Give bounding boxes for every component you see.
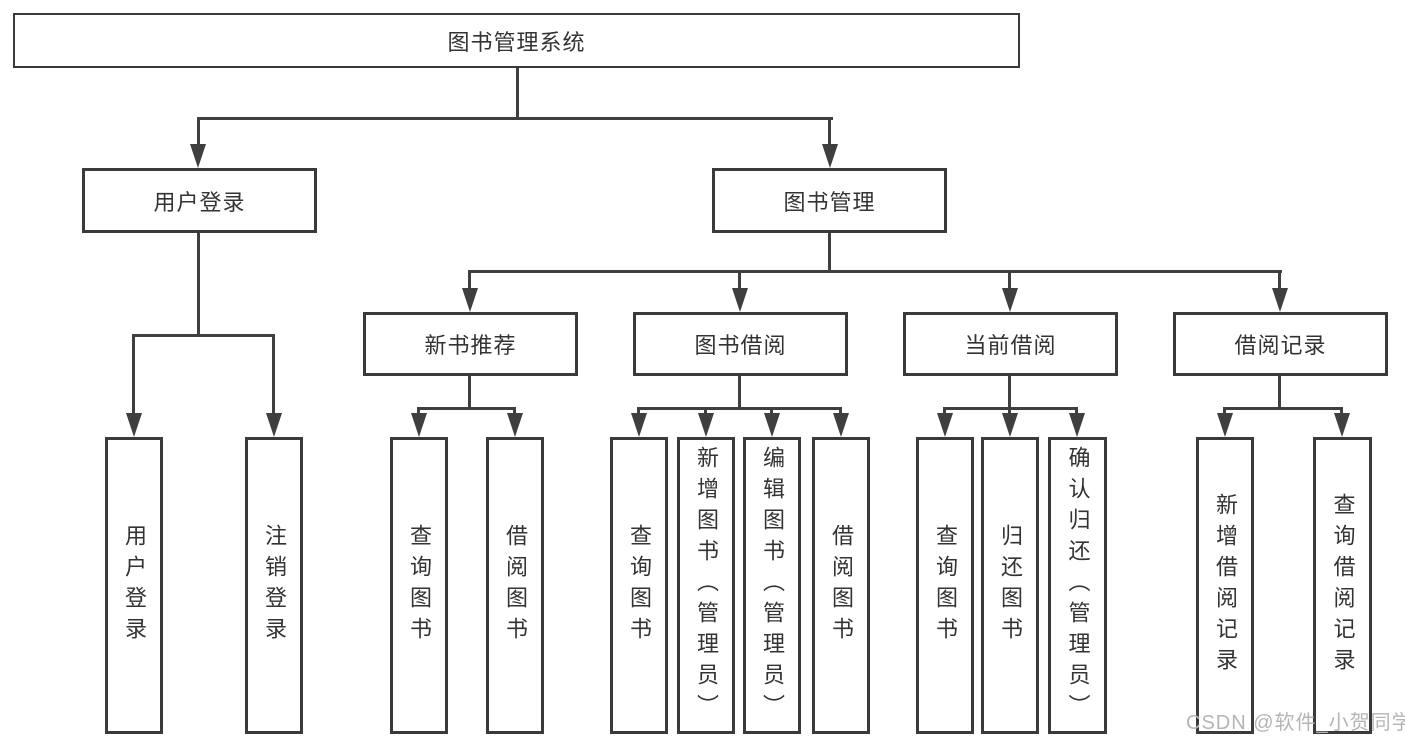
connector-bookmgmt-bar	[469, 270, 1282, 273]
connector-root-stem	[516, 68, 519, 120]
leaf-newrec-query-books-label: 查询图书	[407, 523, 432, 648]
connector-currentborrow-stem	[1008, 376, 1011, 410]
connector-newrec-bar	[417, 407, 516, 410]
leaf-newrec-borrow-books: 借阅图书	[486, 437, 544, 734]
connector-root-bar	[197, 117, 833, 120]
leaf-current-query-books: 查询图书	[916, 437, 974, 734]
leaf-borrow-add-books-admin: 新增图书（管理员）	[677, 437, 735, 734]
connector-bookborrow-drop-2	[704, 407, 707, 417]
connector-userlogin-bar	[132, 334, 275, 337]
connector-records-stem	[1278, 376, 1281, 410]
connector-currentborrow-drop-1	[943, 407, 946, 417]
arrowhead-to-borrow-records	[1272, 288, 1288, 312]
connector-records-drop-2	[1340, 407, 1343, 417]
connector-bookborrow-stem	[738, 376, 741, 410]
connector-currentborrow-drop-2	[1008, 407, 1011, 417]
leaf-current-confirm-return-admin: 确认归还（管理员）	[1048, 437, 1107, 734]
leaf-newrec-borrow-books-label: 借阅图书	[503, 523, 528, 648]
csdn-watermark: CSDN @软件_小贺同学	[1186, 712, 1405, 734]
leaf-logout-label: 注销登录	[262, 523, 287, 648]
connector-currentborrow-drop-3	[1075, 407, 1078, 417]
leaf-records-query-record-label: 查询借阅记录	[1330, 492, 1356, 679]
leaf-current-confirm-return-admin-label: 确认归还（管理员）	[1065, 446, 1091, 725]
arrowhead-to-book-management	[822, 144, 838, 168]
leaf-records-query-record: 查询借阅记录	[1313, 437, 1372, 734]
node-current-borrow-label: 当前借阅	[964, 333, 1057, 358]
arrowhead-bookborrow-leaf-3	[764, 413, 780, 437]
leaf-borrow-query-books-label: 查询图书	[627, 523, 652, 648]
arrowhead-currentborrow-leaf-3	[1069, 413, 1085, 437]
node-book-borrow-label: 图书借阅	[694, 333, 787, 358]
connector-bookmgmt-drop-3	[1008, 270, 1011, 290]
connector-records-bar	[1223, 407, 1343, 410]
arrowhead-currentborrow-leaf-2	[1002, 413, 1018, 437]
arrowhead-to-current-borrow	[1002, 288, 1018, 312]
leaf-borrow-borrow-books: 借阅图书	[812, 437, 870, 734]
connector-root-drop-right	[828, 117, 831, 148]
node-user-login: 用户登录	[82, 168, 317, 233]
leaf-borrow-borrow-books-label: 借阅图书	[829, 523, 854, 648]
connector-bookmgmt-stem	[828, 233, 831, 273]
node-borrow-records: 借阅记录	[1173, 312, 1388, 376]
leaf-borrow-query-books: 查询图书	[610, 437, 668, 734]
node-book-management-label: 图书管理	[783, 189, 876, 215]
node-book-management: 图书管理	[712, 168, 947, 233]
connector-newrec-drop-2	[513, 407, 516, 417]
connector-bookborrow-drop-1	[637, 407, 640, 417]
arrowhead-to-new-recommend	[462, 288, 478, 312]
arrowhead-currentborrow-leaf-1	[937, 413, 953, 437]
arrowhead-newrec-leaf-1	[411, 413, 427, 437]
arrowhead-records-leaf-2	[1334, 413, 1350, 437]
leaf-borrow-edit-books-admin: 编辑图书（管理员）	[743, 437, 801, 734]
connector-newrec-stem	[468, 376, 471, 410]
leaf-records-add-record: 新增借阅记录	[1196, 437, 1254, 734]
node-borrow-records-label: 借阅记录	[1234, 333, 1327, 358]
connector-root-drop-left	[197, 117, 200, 148]
connector-userlogin-drop-2	[272, 334, 275, 416]
node-root-library-system: 图书管理系统	[13, 13, 1020, 68]
arrowhead-leaf-logout	[266, 413, 282, 437]
arrowhead-newrec-leaf-2	[507, 413, 523, 437]
node-new-book-recommend: 新书推荐	[363, 312, 578, 376]
leaf-current-query-books-label: 查询图书	[933, 523, 958, 648]
leaf-user-login-label: 用户登录	[122, 523, 147, 648]
connector-bookborrow-drop-4	[839, 407, 842, 417]
connector-records-drop-1	[1223, 407, 1226, 417]
node-root-label: 图书管理系统	[447, 29, 586, 55]
leaf-current-return-books-label: 归还图书	[998, 523, 1023, 648]
leaf-user-login: 用户登录	[105, 437, 163, 734]
arrowhead-to-user-login	[190, 144, 206, 168]
node-user-login-label: 用户登录	[153, 189, 246, 215]
leaf-current-return-books: 归还图书	[981, 437, 1039, 734]
connector-bookborrow-bar	[637, 407, 842, 410]
leaf-newrec-query-books: 查询图书	[390, 437, 448, 734]
connector-userlogin-drop-1	[132, 334, 135, 416]
node-book-borrow: 图书借阅	[633, 312, 848, 376]
node-new-book-recommend-label: 新书推荐	[424, 333, 517, 358]
connector-newrec-drop-1	[417, 407, 420, 417]
arrowhead-leaf-user-login	[126, 413, 142, 437]
leaf-logout: 注销登录	[245, 437, 303, 734]
leaf-records-add-record-label: 新增借阅记录	[1213, 492, 1238, 679]
arrowhead-bookborrow-leaf-4	[833, 413, 849, 437]
connector-bookmgmt-drop-4	[1278, 270, 1281, 290]
arrowhead-bookborrow-leaf-2	[698, 413, 714, 437]
arrowhead-bookborrow-leaf-1	[631, 413, 647, 437]
connector-bookborrow-drop-3	[770, 407, 773, 417]
leaf-borrow-add-books-admin-label: 新增图书（管理员）	[694, 446, 719, 725]
connector-bookmgmt-drop-2	[738, 270, 741, 290]
node-current-borrow: 当前借阅	[903, 312, 1118, 376]
connector-bookmgmt-drop-1	[468, 270, 471, 290]
arrowhead-to-book-borrow	[732, 288, 748, 312]
arrowhead-records-leaf-1	[1217, 413, 1233, 437]
connector-userlogin-stem	[197, 233, 200, 337]
leaf-borrow-edit-books-admin-label: 编辑图书（管理员）	[760, 446, 785, 725]
